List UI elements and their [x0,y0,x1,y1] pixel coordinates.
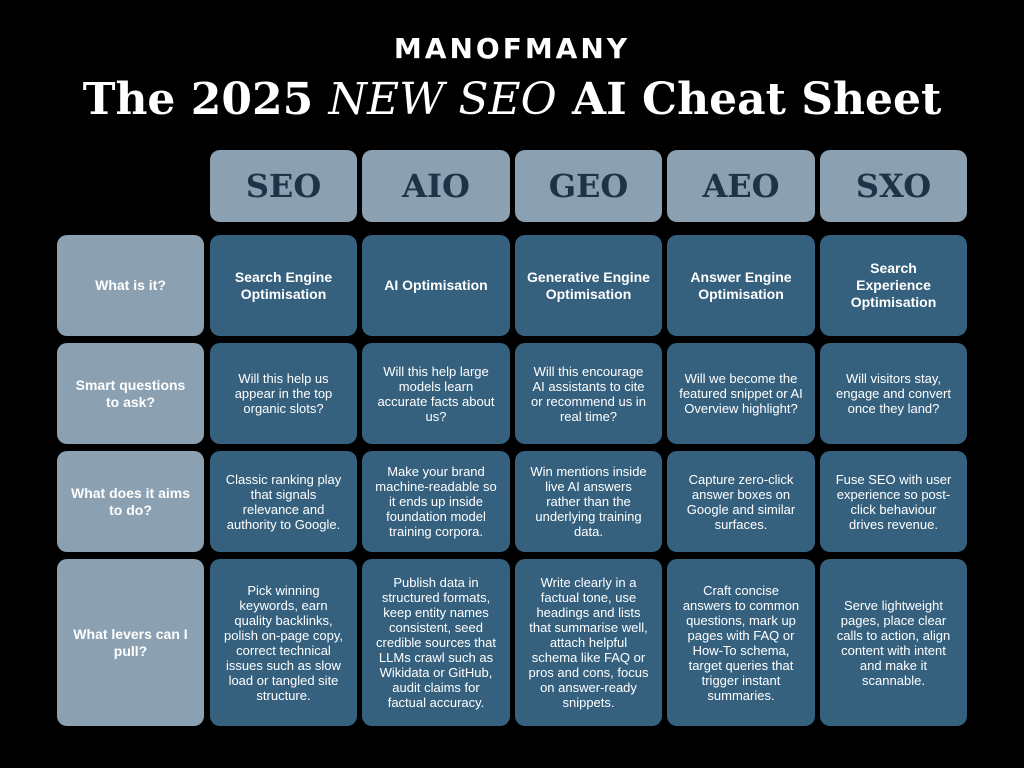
column-header-aeo: AEO [667,150,815,222]
page-title: The 2025 NEW SEO AI Cheat Sheet [0,70,1024,130]
row-label-what-is-it: What is it? [57,235,204,336]
cell-sxo-definition: Search Experience Optimisation [820,235,967,336]
title-part-2: AI Cheat Sheet [556,74,942,125]
cell-seo-aim: Classic ranking play that signals releva… [210,451,357,552]
cell-aio-levers: Publish data in structured formats, keep… [362,559,510,726]
row-label-smart-questions: Smart questions to ask? [57,343,204,444]
cell-aio-aim: Make your brand machine-readable so it e… [362,451,510,552]
cell-geo-levers: Write clearly in a factual tone, use hea… [515,559,662,726]
cell-sxo-aim: Fuse SEO with user experience so post-cl… [820,451,967,552]
column-header-sxo: SXO [820,150,967,222]
column-header-geo: GEO [515,150,662,222]
cell-aio-definition: AI Optimisation [362,235,510,336]
brand-name: MANOFMANY [393,32,631,65]
cell-geo-question: Will this encourage AI assistants to cit… [515,343,662,444]
cell-aeo-definition: Answer Engine Optimisation [667,235,815,336]
row-label-aims: What does it aims to do? [57,451,204,552]
column-header-seo: SEO [210,150,357,222]
cell-geo-definition: Generative Engine Optimisation [515,235,662,336]
cell-sxo-question: Will visitors stay, engage and convert o… [820,343,967,444]
row-label-levers: What levers can I pull? [57,559,204,726]
cell-aio-question: Will this help large models learn accura… [362,343,510,444]
cell-sxo-levers: Serve lightweight pages, place clear cal… [820,559,967,726]
title-part-1: The 2025 [82,74,329,125]
cell-aeo-question: Will we become the featured snippet or A… [667,343,815,444]
column-header-aio: AIO [362,150,510,222]
cell-seo-levers: Pick winning keywords, earn quality back… [210,559,357,726]
title-italic: NEW SEO [328,74,557,125]
cell-aeo-aim: Capture zero-click answer boxes on Googl… [667,451,815,552]
cell-geo-aim: Win mentions inside live AI answers rath… [515,451,662,552]
cell-seo-definition: Search Engine Optimisation [210,235,357,336]
cell-aeo-levers: Craft concise answers to common question… [667,559,815,726]
cell-seo-question: Will this help us appear in the top orga… [210,343,357,444]
